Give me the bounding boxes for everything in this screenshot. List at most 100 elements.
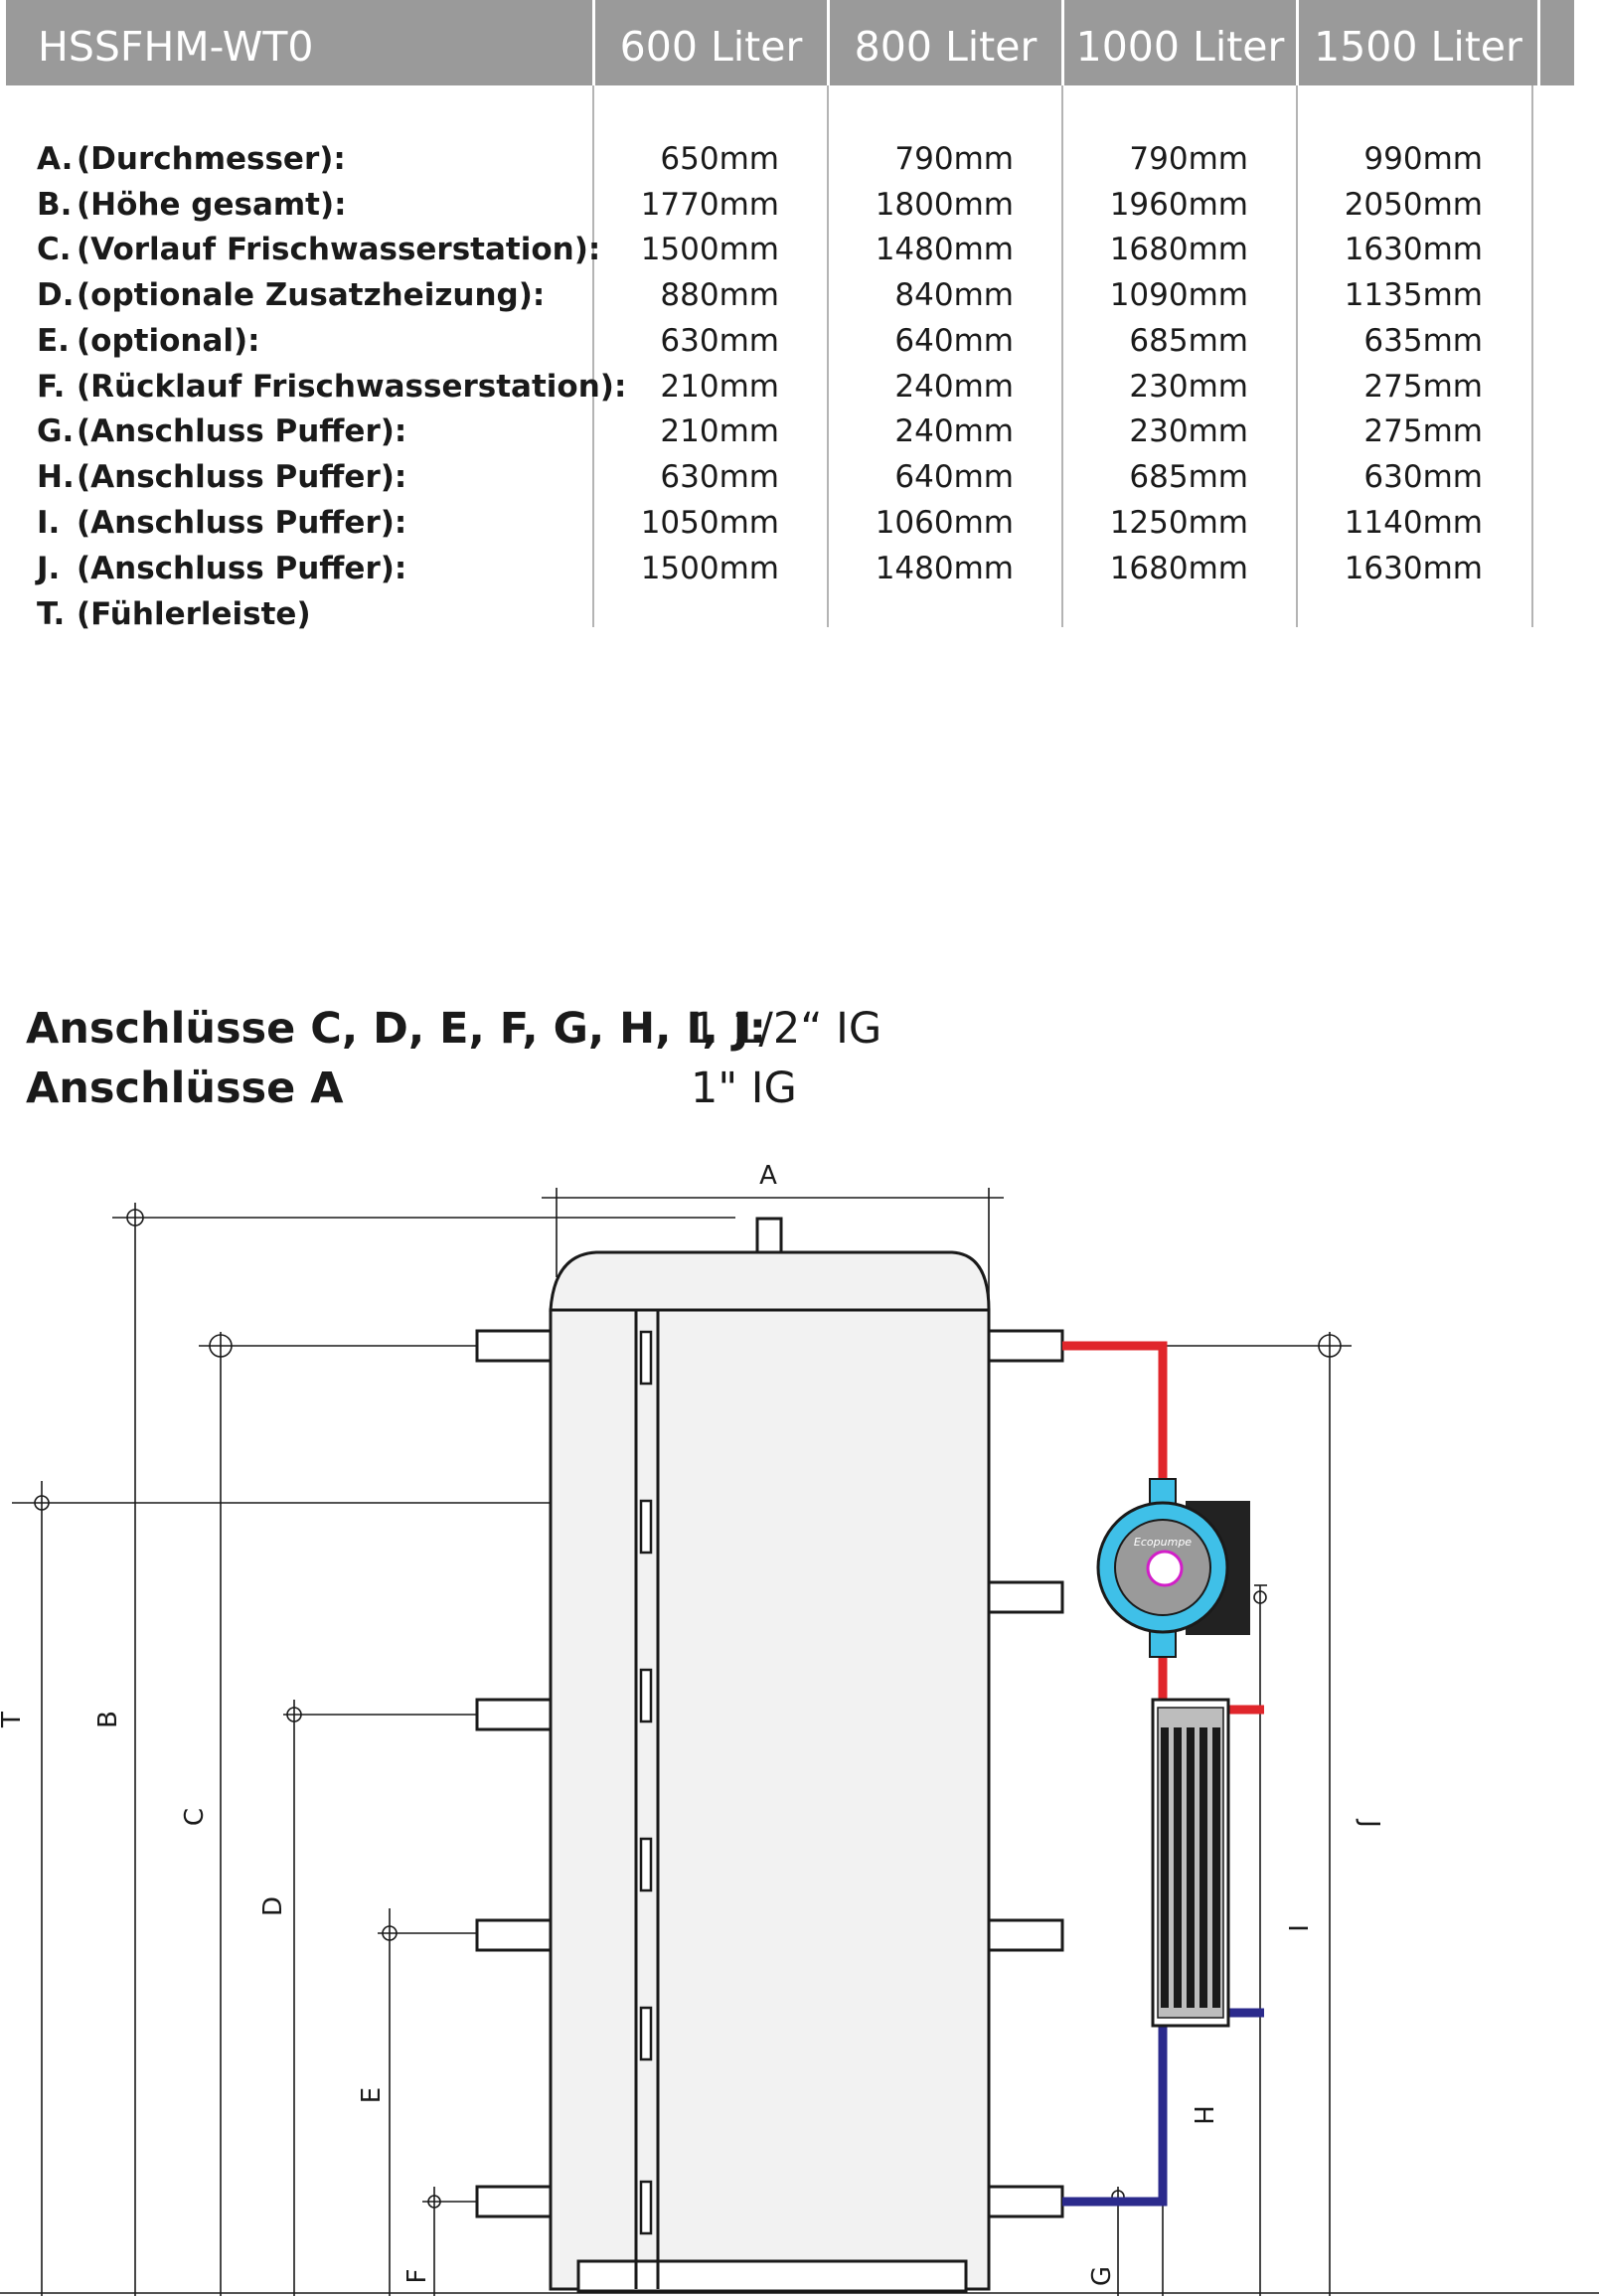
row-letter: D. <box>37 277 75 313</box>
table-cell: 1630mm <box>1344 551 1483 586</box>
pump-knob <box>1146 1550 1184 1587</box>
top-connection-a <box>755 1217 783 1254</box>
right-connections <box>987 1329 1064 2218</box>
column-divider <box>592 85 594 627</box>
pump-brand: Ecopumpe <box>1134 1536 1192 1549</box>
label-j: J <box>1355 1818 1384 1828</box>
label-d: D <box>258 1896 288 1916</box>
table-cell: 230mm <box>1129 413 1248 449</box>
hot-pipe <box>1062 1341 1168 1491</box>
table-row: G.(Anschluss Puffer): <box>37 413 406 449</box>
table-cell: 1680mm <box>1109 551 1248 586</box>
table-cell: 990mm <box>1363 141 1483 177</box>
connection-i <box>987 1580 1064 1614</box>
label-c: C <box>180 1808 210 1826</box>
column-divider <box>1531 85 1533 627</box>
row-label: (Höhe gesamt): <box>77 187 347 223</box>
table-cell: 1480mm <box>875 232 1014 267</box>
label-b: B <box>93 1711 123 1728</box>
buffer-tank <box>549 1217 991 2293</box>
cold-pipe <box>1062 2013 1168 2207</box>
table-cell: 790mm <box>1129 141 1248 177</box>
row-label: (Anschluss Puffer): <box>77 459 407 495</box>
row-letter: A. <box>37 141 74 177</box>
table-cell: 1960mm <box>1109 187 1248 223</box>
table-row: A.(Durchmesser): <box>37 141 346 177</box>
table-cell: 630mm <box>1363 459 1483 495</box>
row-label: (Rücklauf Frischwasserstation): <box>77 369 627 405</box>
column-header-600: 600 Liter <box>619 23 803 71</box>
table-cell: 210mm <box>660 413 779 449</box>
model-name: HSSFHM-WT0 <box>38 23 314 71</box>
left-connections <box>475 1329 553 2218</box>
table-cell: 1060mm <box>875 505 1014 541</box>
table-cell: 1770mm <box>640 187 779 223</box>
header-divider <box>1061 0 1064 85</box>
row-letter: J. <box>37 551 61 586</box>
table-row: D.(optionale Zusatzheizung): <box>37 277 545 313</box>
circulation-pump: Ecopumpe <box>1096 1478 1250 1658</box>
table-cell: 210mm <box>660 369 779 405</box>
table-cell: 1050mm <box>640 505 779 541</box>
tank-base <box>576 2259 968 2293</box>
table-cell: 635mm <box>1363 323 1483 359</box>
row-letter: C. <box>37 232 72 267</box>
table-cell: 275mm <box>1363 369 1483 405</box>
table-row: T.(Fühlerleiste) <box>37 596 311 632</box>
connections-value-1: 1 1/2“ IG <box>691 1004 882 1054</box>
connection-c <box>475 1329 553 1363</box>
row-label: (Anschluss Puffer): <box>77 413 407 449</box>
table-cell: 685mm <box>1129 323 1248 359</box>
table-cell: 1800mm <box>875 187 1014 223</box>
table-row: I. (Anschluss Puffer): <box>37 505 406 541</box>
label-i: I <box>1282 1924 1312 1932</box>
tank-lid <box>549 1250 991 1312</box>
table-cell: 240mm <box>894 413 1014 449</box>
row-label: (Anschluss Puffer): <box>77 551 407 586</box>
row-label: (optional): <box>77 323 260 359</box>
row-letter: I. <box>37 505 61 541</box>
table-cell: 1250mm <box>1109 505 1248 541</box>
connections-value-2: 1" IG <box>691 1064 797 1113</box>
table-cell: 1630mm <box>1344 232 1483 267</box>
sensor-strip <box>639 1330 653 2235</box>
table-header: HSSFHM-WT0 600 Liter 800 Liter 1000 Lite… <box>6 0 1574 85</box>
table-cell: 1480mm <box>875 551 1014 586</box>
column-divider <box>1061 85 1063 627</box>
connection-e <box>475 1918 553 1952</box>
label-h: H <box>1188 2105 1217 2125</box>
header-divider <box>1296 0 1299 85</box>
row-label: (optionale Zusatzheizung): <box>77 277 546 313</box>
tank-body <box>549 1308 991 2291</box>
table-cell: 1680mm <box>1109 232 1248 267</box>
table-cell: 650mm <box>660 141 779 177</box>
header-divider <box>592 0 595 85</box>
table-cell: 1500mm <box>640 232 779 267</box>
table-cell: 1090mm <box>1109 277 1248 313</box>
table-cell: 790mm <box>894 141 1014 177</box>
label-a: A <box>759 1161 777 1191</box>
row-label: (Anschluss Puffer): <box>77 505 407 541</box>
column-header-1500: 1500 Liter <box>1314 23 1522 71</box>
table-cell: 640mm <box>894 459 1014 495</box>
column-divider <box>827 85 829 627</box>
table-row: F.(Rücklauf Frischwasserstation): <box>37 369 626 405</box>
connection-g <box>987 2185 1064 2218</box>
table-row: C.(Vorlauf Frischwasserstation): <box>37 232 600 267</box>
table-row: J. (Anschluss Puffer): <box>37 551 406 586</box>
table-cell: 880mm <box>660 277 779 313</box>
table-cell: 1140mm <box>1344 505 1483 541</box>
heat-exchanger <box>1151 1698 1230 2028</box>
piping <box>1062 1341 1264 2207</box>
row-letter: T. <box>37 596 66 632</box>
header-divider <box>1537 0 1540 85</box>
table-row: E.(optional): <box>37 323 260 359</box>
table-cell: 685mm <box>1129 459 1248 495</box>
label-t: T <box>0 1712 27 1728</box>
table-cell: 1500mm <box>640 551 779 586</box>
row-label: (Vorlauf Frischwasserstation): <box>77 232 601 267</box>
row-letter: B. <box>37 187 73 223</box>
table-cell: 640mm <box>894 323 1014 359</box>
connections-label-1: Anschlüsse C, D, E, F, G, H, I, J: <box>26 1004 766 1054</box>
table-cell: 630mm <box>660 323 779 359</box>
